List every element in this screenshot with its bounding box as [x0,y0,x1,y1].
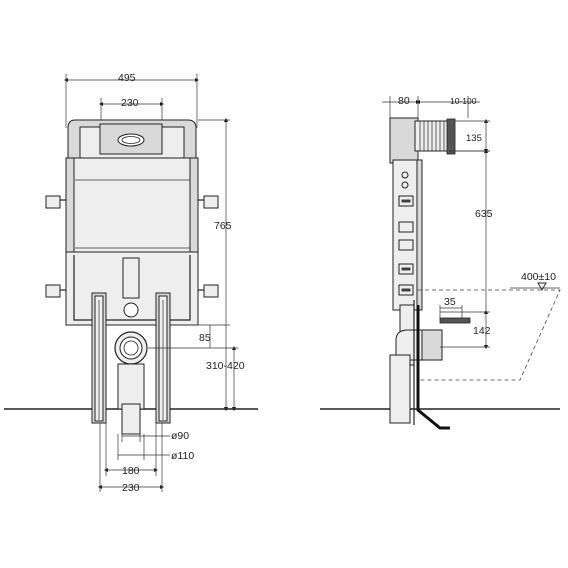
dim-height-85: 85 [199,332,211,344]
dim-width-plate: 230 [121,97,139,109]
dim-bowl-400: 400±10 [521,271,556,283]
side-view: 80 10-100 135 [320,95,561,430]
dim-dia-110: ø110 [171,450,194,462]
front-view: 495 230 [4,72,258,494]
dim-height-635: 635 [475,208,493,220]
dim-dia-90: ø90 [171,430,189,442]
dim-height-frame: 765 [214,220,232,232]
dim-width-180: 180 [122,465,140,477]
dim-height-range: 310-420 [206,360,245,372]
dim-depth-range: 10-100 [450,96,477,106]
dim-width-230: 230 [122,482,140,494]
dim-height-135: 135 [466,133,482,144]
dim-width-total: 495 [118,72,136,84]
dim-height-142: 142 [473,325,491,337]
dim-offset-35: 35 [444,296,456,308]
dim-depth-80: 80 [398,95,410,107]
